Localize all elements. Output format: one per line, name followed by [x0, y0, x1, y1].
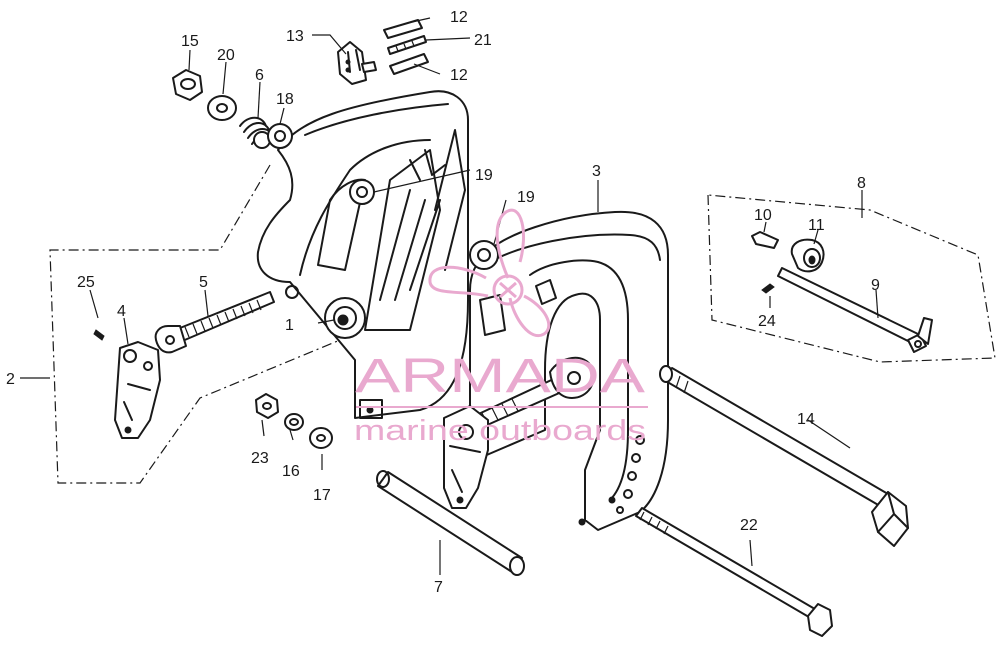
part-right-swivel-plate [443, 405, 489, 509]
part-right-clamp-screw [469, 357, 595, 431]
part-14-tilt-bolt [659, 365, 909, 547]
group-outline-2 [49, 164, 341, 484]
part-22-through-bolt [635, 507, 833, 637]
callout-16: 16 [282, 463, 300, 480]
callout-2: 2 [6, 371, 15, 388]
watermark: ARMADA marine outboards [354, 208, 648, 447]
callout-12-bottom: 12 [450, 67, 468, 84]
callout-19-left: 19 [475, 167, 493, 184]
leader-lines [20, 17, 879, 575]
part-25-pin [93, 329, 105, 341]
part-9-tilt-rod [777, 267, 933, 353]
watermark-title: ARMADA [355, 350, 645, 403]
callout-9: 9 [871, 277, 880, 294]
part-5-clamp-screw [154, 291, 275, 354]
callout-3: 3 [592, 163, 601, 180]
group-outline-8 [707, 194, 996, 363]
callout-5: 5 [199, 274, 208, 291]
part-12-pin-bottom [389, 53, 429, 75]
part-20-washer [207, 95, 237, 121]
propeller-logo-icon [428, 208, 551, 338]
part-11-bushing [790, 238, 825, 273]
part-15-nut [172, 69, 203, 101]
callout-6: 6 [255, 67, 264, 84]
callout-11: 11 [808, 217, 825, 234]
callout-15: 15 [181, 33, 199, 50]
part-10-pin [751, 231, 779, 249]
watermark-rule [356, 406, 648, 408]
part-23-nut [255, 393, 279, 419]
callout-8: 8 [857, 175, 866, 192]
part-12-pin-top [383, 19, 423, 39]
callout-4: 4 [117, 303, 126, 320]
callout-22: 22 [740, 517, 758, 534]
callout-14: 14 [797, 411, 815, 428]
part-7-spacer-tube [376, 470, 525, 576]
part-16-lock-washer [284, 413, 304, 431]
callout-20: 20 [217, 47, 235, 64]
callout-19-right: 19 [517, 189, 535, 206]
part-24-spring-pin [761, 283, 775, 294]
callout-1: 1 [285, 317, 294, 334]
watermark-subtitle: marine outboards [354, 415, 646, 447]
callout-18: 18 [276, 91, 294, 108]
callout-23: 23 [251, 450, 269, 467]
callout-24: 24 [758, 313, 776, 330]
part-4-swivel-plate [114, 341, 161, 439]
left-clamp-bracket [256, 90, 469, 419]
part-21-spring-pin [387, 35, 427, 55]
callout-21: 21 [474, 32, 492, 49]
part-1-thrust-pad [324, 297, 366, 339]
part-13-tilt-lever [337, 41, 377, 85]
callout-13: 13 [286, 28, 304, 45]
callout-17: 17 [313, 487, 331, 504]
callout-7: 7 [434, 579, 443, 596]
callout-25: 25 [77, 274, 95, 291]
callout-10: 10 [754, 207, 772, 224]
callout-labels: 1 2 3 4 5 6 7 8 9 10 11 12 12 13 14 15 1… [6, 9, 880, 596]
callout-12-top: 12 [450, 9, 468, 26]
part-17-washer [309, 427, 333, 449]
part-18-washer [267, 123, 293, 149]
